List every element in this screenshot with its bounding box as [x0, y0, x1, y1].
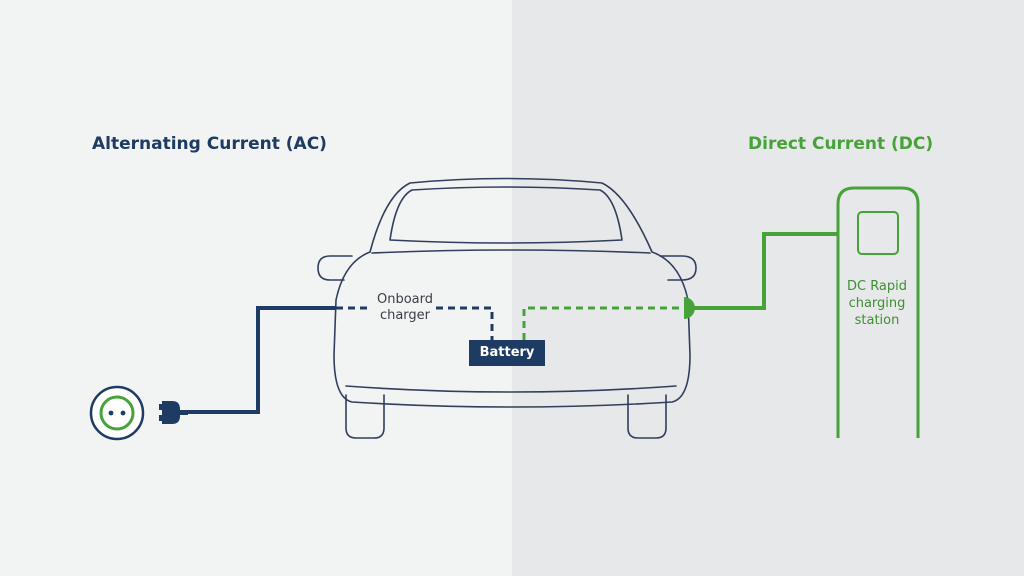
ac-panel-background — [0, 0, 512, 576]
dc-dash-to-battery — [522, 306, 684, 340]
car-wheel-left — [345, 394, 385, 439]
car-mirror-left — [317, 255, 353, 281]
dc-cable — [690, 232, 838, 310]
dc-charging-station — [836, 186, 920, 438]
charging-station-label: DC Rapid charging station — [846, 279, 908, 328]
car-wheel-right — [627, 394, 667, 439]
car-windshield — [389, 186, 623, 244]
battery-label: Battery — [469, 340, 545, 366]
ac-dash-to-battery — [436, 306, 494, 340]
plug-icon — [159, 401, 188, 424]
ac-title: Alternating Current (AC) — [92, 134, 327, 154]
station-screen — [857, 211, 899, 255]
car-mirror-right — [659, 255, 697, 281]
dc-charge-port — [684, 297, 695, 319]
dc-title: Direct Current (DC) — [748, 134, 934, 154]
car-body — [333, 177, 691, 408]
car-bumper-line — [345, 385, 677, 393]
onboard-charger-label: Onboard charger — [376, 292, 433, 323]
ac-cable — [186, 306, 336, 414]
car-hood-line — [371, 249, 651, 254]
dc-panel-background — [512, 0, 1024, 576]
wall-socket-icon — [89, 385, 145, 441]
